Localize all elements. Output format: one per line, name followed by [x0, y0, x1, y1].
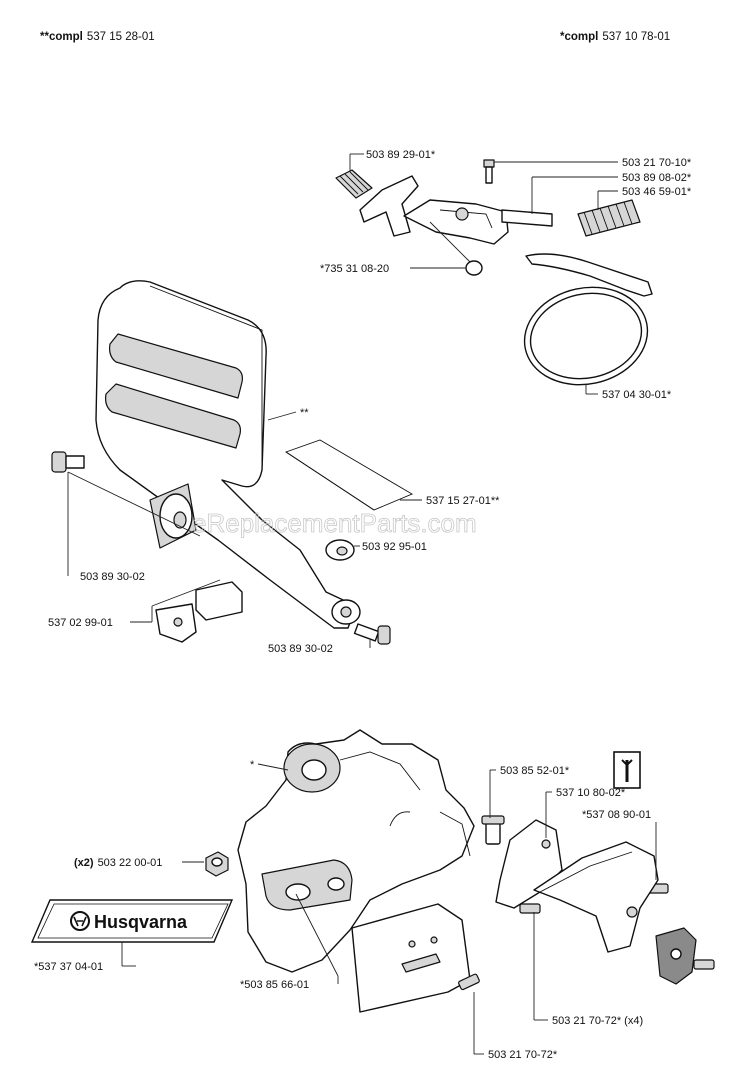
label-503-22-00-01: (x2)503 22 00-01 — [74, 857, 162, 869]
label-503-89-08-02: 503 89 08-02* — [622, 172, 692, 184]
mounting-boss — [149, 483, 197, 549]
spacer-block — [195, 581, 243, 621]
label-503-89-30-02-right: 503 89 30-02 — [268, 643, 333, 655]
brake-lever-assembly — [335, 159, 653, 386]
bar-slot — [261, 859, 353, 911]
side-plate — [351, 903, 471, 1013]
clutch-cover-assembly: Husqvarna — [30, 729, 715, 1013]
spring — [577, 199, 641, 237]
label-503-92-95-01: 503 92 95-01 — [362, 541, 427, 553]
screw-top — [483, 159, 495, 184]
label-537-02-99-01: 537 02 99-01 — [48, 617, 113, 629]
washer — [325, 539, 355, 561]
label-503-89-30-02-left: 503 89 30-02 — [80, 571, 145, 583]
label-503-21-70-10: 503 21 70-10* — [622, 157, 692, 169]
label-503-21-70-72-x4: 503 21 70-72* (x4) — [552, 1015, 643, 1027]
decal-brand-text: Husqvarna — [94, 912, 188, 932]
label-503-85-52-01: 503 85 52-01* — [500, 765, 570, 777]
top-leaders — [349, 153, 618, 395]
star-knob — [359, 175, 419, 237]
screw-d — [693, 959, 715, 970]
screw-b — [458, 973, 480, 991]
husqvarna-decal: Husqvarna — [30, 899, 234, 943]
label-537-15-27-01: 537 15 27-01** — [426, 495, 500, 507]
label-537-10-80-02: 537 10 80-02* — [556, 787, 626, 799]
wrench-icon — [613, 751, 641, 789]
label-503-89-29-01: 503 89 29-01* — [366, 149, 436, 161]
threaded-pin — [335, 169, 373, 199]
screw-right — [353, 623, 391, 645]
brake-lever — [403, 199, 509, 245]
clutch-cover — [237, 729, 475, 973]
label-537-08-90-01: *537 08 90-01 — [582, 809, 651, 821]
label-503-85-66-01: *503 85 66-01 — [240, 979, 309, 991]
label-503-46-59-01: 503 46 59-01* — [622, 186, 692, 198]
decal-sheet — [284, 439, 414, 511]
hand-guard-assembly — [51, 280, 414, 645]
brake-rod — [501, 209, 553, 227]
label-537-37-04-01: *537 37 04-01 — [34, 961, 103, 973]
bottom-leaders — [121, 763, 657, 1055]
middle-leaders — [67, 411, 422, 648]
chain-guard — [533, 841, 659, 953]
husqvarna-crown-logo — [70, 911, 90, 931]
label-537-04-30-01: 537 04 30-01* — [602, 389, 672, 401]
bolt — [481, 815, 505, 845]
small-clip — [465, 260, 483, 276]
guard-slot-1 — [109, 333, 243, 399]
label-single-star: * — [250, 759, 255, 771]
screw-a — [519, 903, 541, 914]
brake-band — [523, 253, 653, 386]
watermark: eReplacementParts.com — [192, 508, 477, 538]
nut — [205, 851, 229, 877]
guard-slot-2 — [105, 383, 241, 449]
label-735-31-08-20: *735 31 08-20 — [320, 263, 389, 275]
label-503-21-70-72: 503 21 70-72* — [488, 1049, 558, 1061]
label-double-star: ** — [300, 407, 309, 419]
screw-left — [51, 451, 85, 473]
